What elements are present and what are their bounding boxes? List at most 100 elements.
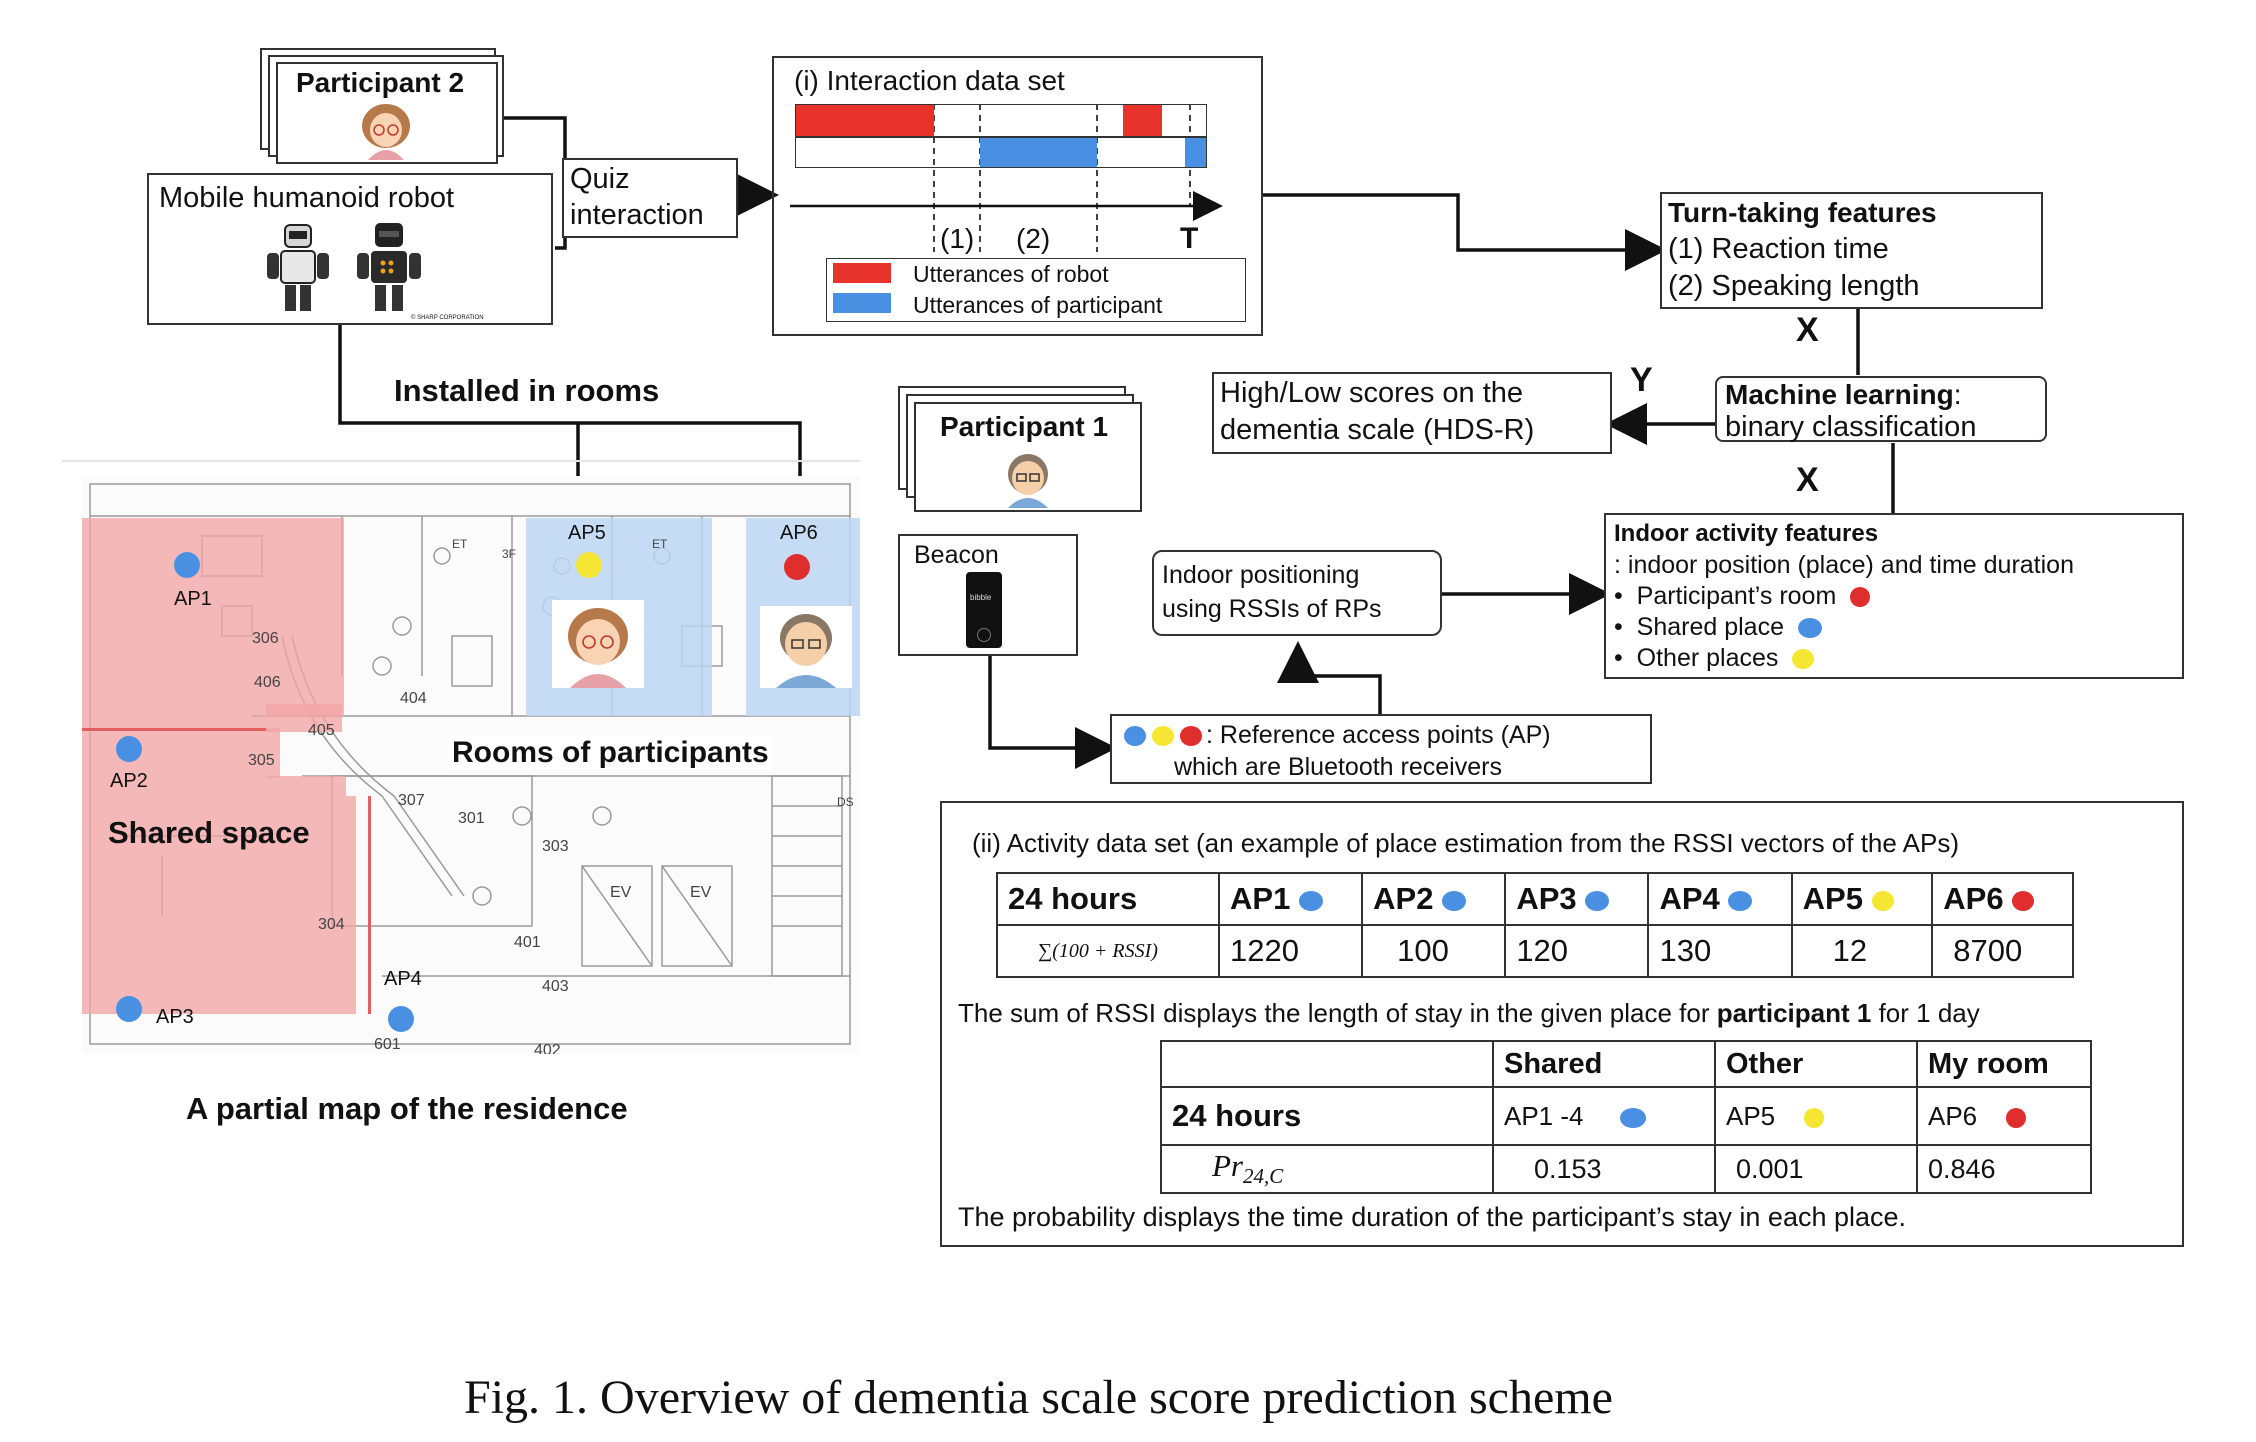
positioning-line2: using RSSIs of RPs — [1162, 595, 1382, 623]
floor-map: 306 406 405 305 404 307 301 303 304 401 … — [82, 476, 860, 1054]
col-label: AP2 — [1373, 881, 1434, 916]
table-cell: 130 — [1647, 924, 1793, 978]
shared-space-area — [266, 704, 342, 732]
table-col-ap3: AP3 — [1504, 872, 1650, 926]
quiz-line2: interaction — [570, 199, 704, 231]
table-col-ap1: AP1 — [1217, 872, 1364, 926]
blue-dot-icon — [1298, 890, 1323, 911]
ml-title-line: Machine learning: — [1725, 379, 1962, 411]
blue-dot-icon — [1619, 1107, 1646, 1128]
installed-label: Installed in rooms — [394, 373, 660, 408]
shared-space-area — [266, 796, 356, 1014]
shared-space-area — [82, 716, 266, 1014]
feature-shared-label: Shared place — [1636, 613, 1784, 641]
yellow-dot-icon — [1871, 890, 1894, 911]
ml-title-suffix: : — [1953, 379, 1962, 410]
yellow-dot-icon — [1152, 726, 1174, 746]
room-number: 3F — [502, 547, 517, 561]
blue-dot-icon — [1124, 726, 1146, 746]
blue-dot-icon — [1728, 890, 1753, 911]
room-number: ET — [652, 537, 668, 551]
table-empty-cell — [1160, 1040, 1494, 1088]
aps-label: AP1 -4 — [1504, 1100, 1584, 1131]
map-border-line — [62, 460, 860, 462]
interaction-dataset-box: (i) Interaction data set (1) (2) T Utter… — [772, 56, 1263, 336]
quiz-line1: Quiz — [570, 163, 630, 195]
col-label: AP6 — [1943, 881, 2004, 916]
yellow-dot-icon — [1804, 1107, 1825, 1128]
male-avatar-icon — [1008, 454, 1048, 508]
table-cell: 100 — [1361, 924, 1507, 978]
ap4-label: AP4 — [384, 968, 422, 990]
ap5-marker-icon — [576, 552, 602, 578]
shared-space-label: Shared space — [108, 815, 310, 850]
table-header-myroom: My room — [1916, 1040, 2092, 1088]
marker-end: T — [1180, 222, 1199, 255]
participant2-label: Participant 2 — [296, 67, 465, 98]
prob-subscript: 24,C — [1243, 1164, 1284, 1189]
positioning-box: Indoor positioning using RSSIs of RPs — [1152, 550, 1442, 636]
room-number: 307 — [398, 792, 425, 809]
table-header-shared: Shared — [1492, 1040, 1716, 1088]
col-label: AP1 — [1230, 881, 1291, 916]
table-row-header: 24 hours — [996, 872, 1220, 926]
blue-dot-icon — [1585, 890, 1610, 911]
note1-post: for 1 day — [1871, 998, 1980, 1028]
table-cell: 12 — [1790, 924, 1934, 978]
robot-label: Mobile humanoid robot — [159, 182, 455, 214]
table-cell-myroom-aps: AP6 — [1916, 1086, 2092, 1146]
col-label: AP3 — [1516, 881, 1577, 916]
probability-label: Pr24,C — [1160, 1144, 1494, 1194]
table-row-header: 24 hours — [1160, 1086, 1494, 1146]
room-number: 306 — [252, 630, 279, 647]
timeline-bars — [795, 104, 1207, 168]
table-header-other: Other — [1714, 1040, 1918, 1088]
arrow-label-x-top: X — [1796, 311, 1819, 349]
indoor-feature-other: • Other places — [1614, 644, 1815, 673]
room-number: 401 — [514, 934, 541, 951]
indoor-feature-shared: • Shared place — [1614, 613, 1822, 642]
legend-swatch-robot — [833, 263, 891, 283]
table-row: 24 hours AP1 -4 AP5 AP6 — [1160, 1086, 2092, 1146]
map-caption: A partial map of the residence — [186, 1091, 628, 1126]
timeline-divider — [796, 136, 1206, 138]
red-dot-icon — [2006, 1107, 2027, 1128]
prob-symbol: Pr — [1212, 1148, 1243, 1184]
participant2-card: Participant 2 — [276, 62, 498, 164]
red-dot-icon — [1850, 587, 1871, 608]
legend-swatch-participant — [833, 293, 891, 313]
ml-title: Machine learning — [1725, 379, 1954, 410]
note1-pre: The sum of RSSI displays the length of s… — [958, 998, 1717, 1028]
shared-space-edge — [82, 728, 266, 731]
room-number: 304 — [318, 916, 345, 933]
indoor-features-title: Indoor activity features — [1614, 520, 1879, 547]
room-number: DS — [837, 795, 854, 809]
robot-copyright: © SHARP CORPORATION — [411, 315, 484, 321]
room-number: 404 — [400, 690, 427, 707]
ap1-marker-icon — [174, 552, 200, 578]
table-col-ap5: AP5 — [1790, 872, 1934, 926]
room-number: EV — [690, 884, 712, 901]
ap-reference-line2: which are Bluetooth receivers — [1174, 753, 1502, 781]
table-row: Shared Other My room — [1160, 1040, 2092, 1088]
output-box: High/Low scores on the dementia scale (H… — [1212, 372, 1612, 454]
shared-space-area — [266, 728, 280, 778]
ap6-label: AP6 — [780, 522, 818, 544]
room-number: ET — [452, 537, 468, 551]
indoor-features-subtitle: : indoor position (place) and time durat… — [1614, 551, 2074, 579]
note1: The sum of RSSI displays the length of s… — [958, 999, 1980, 1028]
robot-utterance-bar — [1123, 105, 1162, 137]
beacon-label: Beacon — [914, 541, 999, 569]
room-avatar-male — [760, 606, 852, 688]
figure-caption: Fig. 1. Overview of dementia scale score… — [464, 1371, 1613, 1424]
table-cell: 0.153 — [1492, 1144, 1716, 1194]
probability-table: Shared Other My room 24 hours AP1 -4 AP5… — [1160, 1040, 2092, 1194]
ap-reference-box: : Reference access points (AP) which are… — [1110, 714, 1652, 784]
ap5-label: AP5 — [568, 522, 606, 544]
output-line2: dementia scale (HDS-R) — [1220, 414, 1535, 446]
note1-bold: participant 1 — [1716, 998, 1872, 1028]
yellow-dot-icon — [1792, 649, 1815, 670]
beacon-box: Beacon bibble — [898, 534, 1078, 656]
positioning-line1: Indoor positioning — [1162, 561, 1360, 589]
aps-label: AP6 — [1928, 1100, 1978, 1131]
